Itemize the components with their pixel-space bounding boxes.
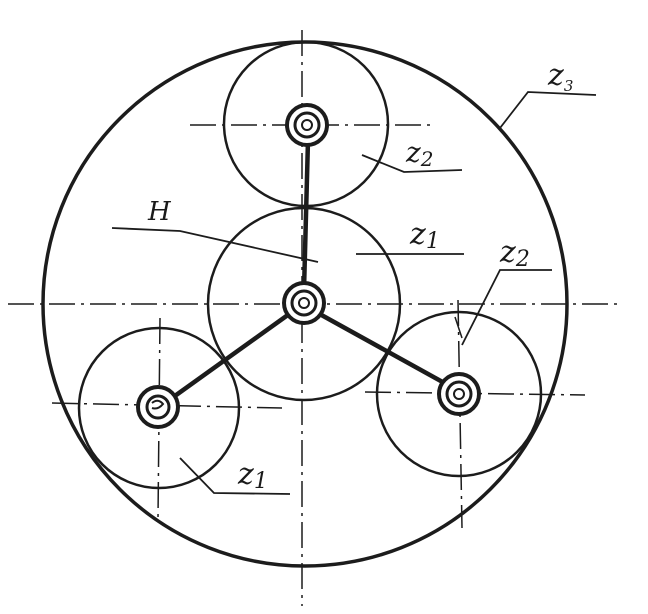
label-sun-gear-sub: 1 <box>426 229 440 254</box>
label-planet-left-sub: 1 <box>254 469 268 494</box>
label-ring-gear-sub: 3 <box>564 77 574 95</box>
label-planet-right: z2 <box>499 235 530 272</box>
planet-gear-left <box>77 326 241 490</box>
leader-ring <box>499 91 597 129</box>
carrier-arm-right <box>313 309 451 388</box>
hub-center <box>282 281 326 325</box>
carrier-arm-left <box>169 309 295 401</box>
hub-right <box>437 372 481 416</box>
leader-planet-right <box>461 269 552 346</box>
planet-right-axis-h <box>364 391 586 396</box>
label-planet-left-main: z <box>237 457 254 492</box>
label-planet-right-main: z <box>499 235 516 270</box>
label-carrier: H <box>147 197 172 227</box>
label-planet-top-main: z <box>405 136 421 169</box>
planet-gear-right <box>375 310 543 478</box>
label-ring-gear-main: z <box>547 58 564 93</box>
hub-top <box>285 103 329 147</box>
label-sun-gear-main: z <box>409 217 426 252</box>
label-planet-top: z2 <box>405 136 434 171</box>
leader-carrier <box>111 227 319 263</box>
label-sun-gear: z1 <box>409 217 440 254</box>
leader-planet-top <box>361 154 463 173</box>
carrier-arm-top <box>301 137 311 293</box>
label-planet-top-sub: 2 <box>420 147 434 171</box>
hub-left <box>136 385 180 429</box>
leader-planet-left <box>179 457 291 495</box>
labels: z3 z2 H z1 z2 z1 <box>147 58 573 494</box>
leader-lines <box>111 91 597 495</box>
label-planet-left: z1 <box>237 457 268 494</box>
planet-right-tick <box>454 316 463 339</box>
label-ring-gear: z3 <box>547 58 573 95</box>
carrier-arms <box>169 137 451 401</box>
bearings <box>136 103 481 429</box>
label-planet-right-sub: 2 <box>515 247 530 272</box>
gears <box>41 40 569 568</box>
